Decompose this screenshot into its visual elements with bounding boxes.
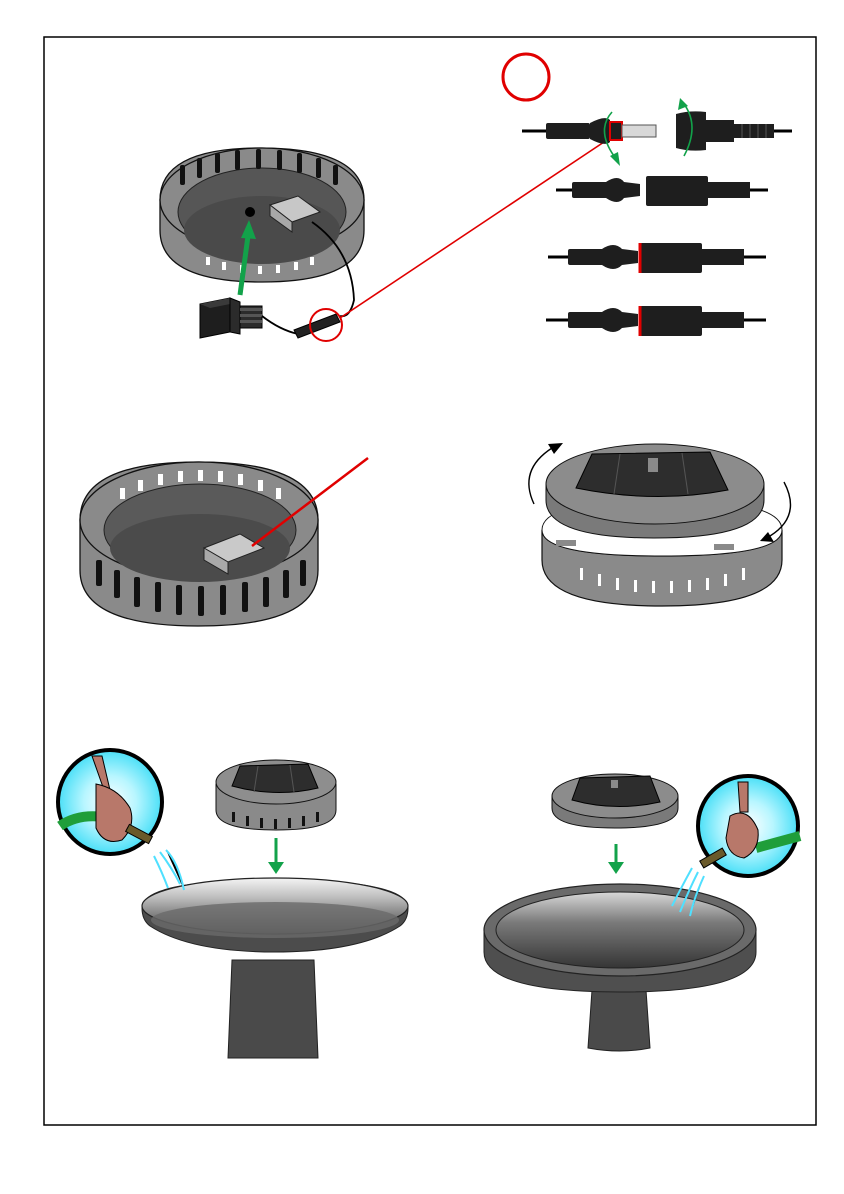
step-fill-basin-right <box>484 774 800 1051</box>
hand-hose-icon <box>58 750 184 890</box>
connector-joined-2 <box>548 243 766 273</box>
connector-joined-1 <box>556 176 768 206</box>
pump-housing <box>160 148 364 282</box>
step-twist-lid <box>529 443 791 606</box>
cable-connector-sequence <box>522 98 792 336</box>
connector-open <box>522 98 792 166</box>
red-circle-icon <box>503 54 549 100</box>
connector-joined-3 <box>546 306 766 336</box>
step-fill-basin-left <box>58 750 408 1058</box>
pump-unit <box>200 298 262 338</box>
step-cable-routing <box>80 458 368 626</box>
step-connect-pump <box>160 54 792 341</box>
